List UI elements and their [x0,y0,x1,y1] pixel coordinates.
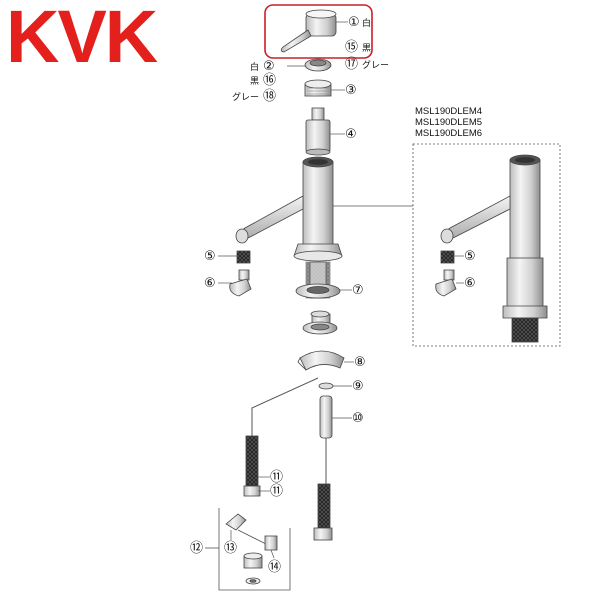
lever-handle [280,9,337,53]
variant-callout-6: ⑥ [464,276,476,291]
callout-10: ⑩ [352,411,364,426]
cartridge [305,107,331,156]
mounting-rod [319,395,333,439]
callout-16: ⑯ [263,73,276,88]
aerator [236,250,251,264]
callout-18-color: グレー [232,91,259,103]
group-12-nut [243,552,263,585]
variant-callout-5: ⑤ [464,249,476,264]
variant-model-list: MSL190DLEM4 MSL190DLEM5 MSL190DLEM6 [415,106,482,139]
brand-logo: KVK [6,0,158,78]
callout-14: ⑭ [268,560,281,575]
callout-15-color: 黒 [362,43,371,54]
callout-5: ⑤ [204,249,216,264]
callout-17: ⑰ [345,57,358,72]
callout-12: ⑫ [190,541,203,556]
mount-connector [302,310,338,335]
group-12-bracket [218,508,291,591]
callout-16-color: 黒 [250,76,259,87]
fixing-clip [264,535,278,551]
callout-13: ⑬ [224,541,237,556]
variant-dashed-box [412,143,561,347]
variant-faucet-body [440,154,548,343]
variant-valve [435,269,457,297]
callout-9: ⑨ [352,379,364,394]
callout-6: ⑥ [204,276,216,291]
bracket-clip [225,513,267,545]
variant-model: MSL190DLEM5 [415,117,483,128]
callout-17-color: グレー [362,59,389,71]
retaining-nut [304,79,332,97]
variant-model: MSL190DLEM4 [415,106,483,117]
callout-4: ④ [345,127,357,142]
small-o-ring [318,382,334,390]
leader-lines [218,21,464,559]
variant-aerator [440,250,455,264]
callout-11-a: ⑪ [270,470,283,485]
supply-hose-left [243,377,319,497]
callout-2-color: 白 [250,61,259,73]
supply-hose-right [313,438,333,541]
variant-model: MSL190DLEM6 [415,128,483,139]
callout-7: ⑦ [352,283,364,298]
callout-1-color: 白 [362,17,371,29]
horseshoe-plate [297,350,345,371]
callout-2: ② [263,59,275,74]
callout-15: ⑮ [345,40,358,55]
stop-valve [229,269,252,297]
faucet-body [235,156,343,262]
callout-3: ③ [345,83,357,98]
callout-1: ① [348,15,360,30]
highlight-box [264,4,373,59]
callouts: ① 白 ⑮ 黒 ⑰ グレー 白 ② 黒 ⑯ グレー ⑱ ③ ④ ⑤ ⑥ ⑦ ⑧ … [190,15,476,575]
callout-11-b: ⑪ [270,484,283,499]
base-washer [295,283,341,299]
callout-8: ⑧ [354,355,366,370]
cap-ring [304,58,332,72]
callout-18: ⑱ [263,89,276,104]
